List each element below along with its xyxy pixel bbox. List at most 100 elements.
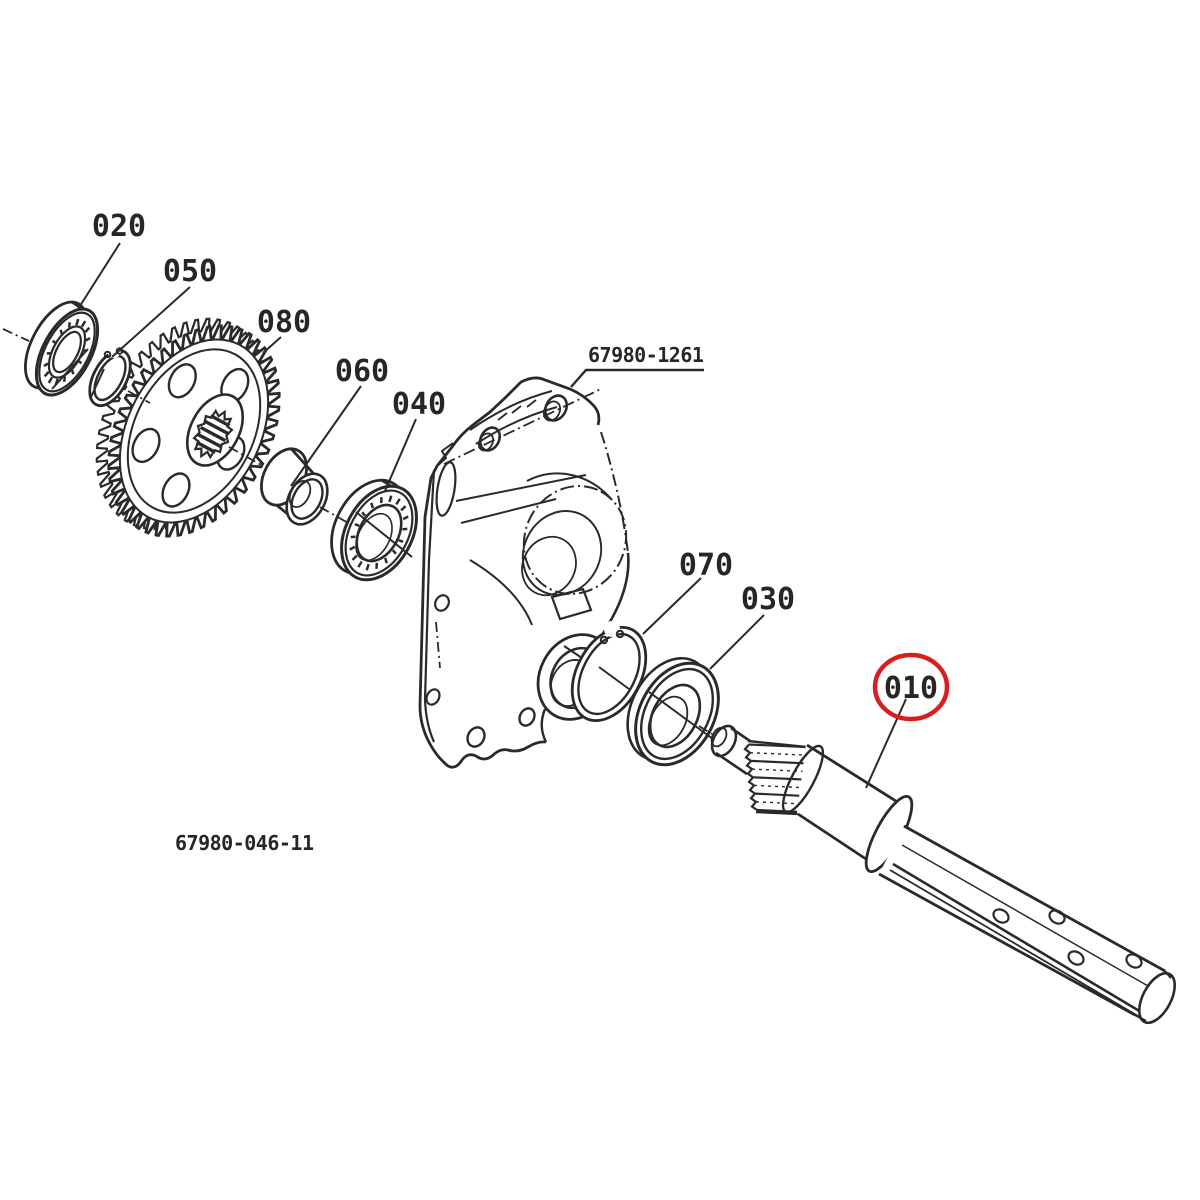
- gear-bore-spline-ring: [192, 408, 234, 460]
- bearing-bore-mark: [355, 511, 413, 558]
- ball-cage-tick: [59, 329, 64, 335]
- snap-ring-hook: [103, 350, 112, 359]
- callout-080-label: 080: [257, 305, 311, 340]
- housing-bottom-web: [540, 708, 548, 743]
- shaft-spline-line: [756, 808, 801, 814]
- gear-hole: [167, 363, 197, 399]
- shaft-spline-line: [753, 784, 803, 789]
- shaft-bar-end-face: [1137, 971, 1177, 1025]
- gear-bore-spline-hatch: [197, 432, 222, 449]
- ball-cage-tick: [361, 511, 367, 517]
- housing-flange-inner: [423, 469, 436, 743]
- shaft-pilot-tip-face: [710, 726, 728, 748]
- ball-bearing-020: [24, 300, 100, 397]
- shaft-cylinder-bottom-edge: [797, 812, 879, 869]
- housing-bore-wall-inner: [521, 535, 577, 597]
- shaft-bar-fill: [879, 826, 1175, 1024]
- gear-hole: [131, 427, 161, 464]
- shaft-bar-ridge: [892, 862, 1142, 1014]
- ball-cage-tick: [391, 549, 397, 555]
- ball-cage-tick: [43, 371, 50, 378]
- housing-ear-hole: [543, 394, 569, 422]
- gear-root-circle: [118, 338, 270, 524]
- callout-010-label: 010: [884, 671, 938, 706]
- ball-cage-tick: [351, 554, 358, 561]
- leader-050: [111, 286, 191, 358]
- axis-line: [127, 390, 151, 404]
- ball-cage-tick: [43, 362, 49, 368]
- bearing-bore: [52, 330, 82, 374]
- axis-line: [319, 506, 351, 525]
- ball-cage-tick: [400, 505, 407, 512]
- bearing-bore-mark: [51, 348, 89, 390]
- snap-ring-mark: [598, 666, 630, 690]
- assembly-ref-leader: [570, 368, 704, 388]
- shaft-spline-line: [750, 759, 805, 765]
- gear-web-circle: [126, 348, 262, 514]
- housing-ear-hole-depth: [542, 400, 562, 422]
- leader-070: [642, 577, 702, 635]
- housing-ear-hole: [478, 426, 502, 452]
- collar-opening-depth: [647, 695, 689, 747]
- shaft-bar-chamfer: [1134, 970, 1172, 1022]
- shaft-pin-hole: [1067, 950, 1085, 966]
- ball-cage-tick: [395, 498, 401, 506]
- snap-ring-hook: [599, 635, 609, 645]
- snap-ring-outer: [88, 349, 132, 407]
- callout-020-label: 020: [92, 209, 146, 244]
- snap-ring-hook: [615, 629, 625, 639]
- callout-040-label: 040: [392, 387, 446, 422]
- bearing-outer-race: [340, 484, 418, 582]
- ball-cage-tick: [67, 322, 71, 328]
- housing-flange-hole: [425, 688, 441, 706]
- leader-080: [262, 336, 282, 354]
- shaft-spline-top-edge: [747, 739, 807, 749]
- ball-cage-tick: [349, 545, 356, 551]
- housing-ear-rib: [475, 406, 558, 445]
- shaft-spline-line: [755, 801, 801, 805]
- bolt-axis-line: [443, 388, 602, 465]
- housing-face-line: [455, 474, 587, 502]
- shaft-pilot-edge: [730, 726, 751, 743]
- ball-cage-tick: [402, 515, 409, 521]
- leader-040: [384, 418, 417, 492]
- ball-cage-tick: [354, 523, 360, 527]
- ball-cage-tick: [47, 376, 54, 384]
- ball-cage-tick: [70, 369, 75, 375]
- ball-cage-tick: [350, 535, 356, 539]
- callout-060-label: 060: [335, 354, 389, 389]
- ball-cage-tick: [384, 557, 388, 564]
- axis-line: [698, 725, 713, 735]
- ball-cage-tick: [398, 539, 404, 543]
- callout-050-label: 050: [163, 254, 217, 289]
- ball-cage-tick: [85, 336, 91, 342]
- bushing-body-edge: [290, 447, 315, 475]
- snap-ring-inner: [577, 632, 641, 716]
- bushing-bore: [290, 478, 324, 520]
- bearing-outer-race-inner-edge: [38, 311, 96, 393]
- housing-bore-notch: [550, 587, 593, 621]
- housing-bore-hidden-circle: [522, 485, 628, 595]
- housing-flange-step: [436, 442, 454, 467]
- snap-ring-mark: [90, 368, 105, 398]
- highlight-circle-010: [872, 652, 950, 722]
- bushing-bore-wall: [288, 480, 312, 508]
- gear-bore-spline-hatch: [209, 414, 231, 428]
- shaft-shoulder-front: [781, 744, 825, 814]
- shaft-spline-teeth: [743, 743, 807, 814]
- bearing-ball-cage: [349, 495, 409, 571]
- housing-flange-hole: [434, 594, 450, 612]
- ball-cage-tick: [78, 360, 83, 365]
- callouts: 020 050 080 060 040 070 030 010 67980-12…: [77, 209, 950, 855]
- housing-chamber-arc: [526, 472, 613, 501]
- snap-ring-050: [88, 345, 132, 407]
- axis-line: [228, 446, 264, 467]
- housing-foot-hole: [518, 707, 536, 727]
- shaft-cylinder-top-edge: [806, 743, 900, 805]
- ball-cage-tick: [75, 318, 80, 326]
- ball-cage-tick: [51, 339, 56, 344]
- ball-cage-tick: [402, 527, 408, 531]
- housing-face-line: [460, 498, 557, 524]
- leader-010: [865, 698, 907, 789]
